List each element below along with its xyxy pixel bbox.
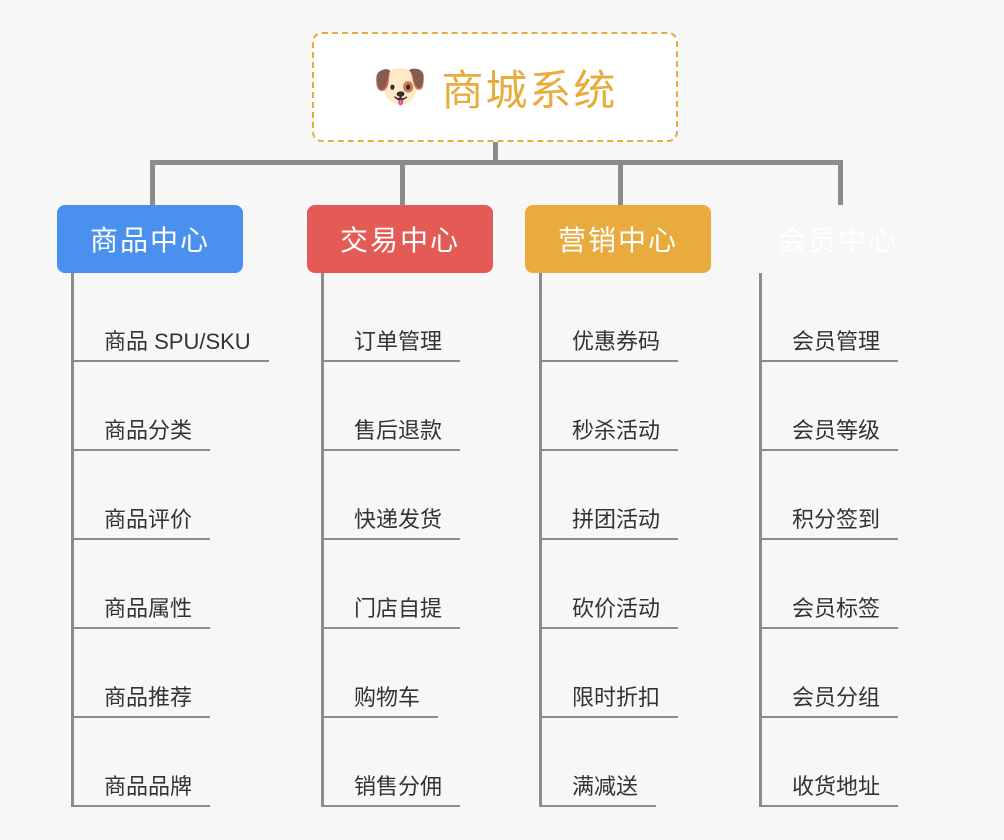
- branch-column-3: 会员中心 会员管理 会员等级 积分签到 会员标签 会员分组 收货地址: [745, 160, 965, 807]
- list-item[interactable]: 销售分佣: [324, 718, 527, 807]
- list-item[interactable]: 会员管理: [762, 273, 965, 362]
- item-label: 门店自提: [354, 596, 461, 629]
- item-label: 满减送: [572, 774, 657, 807]
- item-stub: [324, 716, 354, 718]
- item-label: 拼团活动: [572, 507, 679, 540]
- list-item[interactable]: 会员分组: [762, 629, 965, 718]
- category-label-3: 会员中心: [777, 225, 898, 256]
- branch-connector-2: [618, 160, 623, 205]
- branch-connector-0: [150, 160, 155, 205]
- item-stub: [762, 360, 792, 362]
- item-stub: [74, 716, 104, 718]
- item-list-0: 商品 SPU/SKU 商品分类 商品评价 商品属性 商品推荐 商品品牌: [71, 273, 277, 807]
- item-stub: [762, 449, 792, 451]
- item-stub: [74, 449, 104, 451]
- list-item[interactable]: 满减送: [542, 718, 745, 807]
- list-item[interactable]: 商品推荐: [74, 629, 277, 718]
- list-item[interactable]: 商品评价: [74, 451, 277, 540]
- item-label: 会员标签: [792, 596, 899, 629]
- item-stub: [324, 360, 354, 362]
- item-stub: [74, 627, 104, 629]
- item-label: 商品评价: [104, 507, 211, 540]
- item-label: 积分签到: [792, 507, 899, 540]
- category-label-2: 营销中心: [557, 225, 678, 256]
- item-label: 砍价活动: [572, 596, 679, 629]
- item-label: 商品品牌: [104, 774, 211, 807]
- item-list-3: 会员管理 会员等级 积分签到 会员标签 会员分组 收货地址: [759, 273, 965, 807]
- item-list-1: 订单管理 售后退款 快递发货 门店自提 购物车 销售分佣: [321, 273, 527, 807]
- category-label-1: 交易中心: [339, 225, 460, 256]
- list-item[interactable]: 商品分类: [74, 362, 277, 451]
- category-box-1[interactable]: 交易中心: [307, 205, 493, 273]
- category-box-0[interactable]: 商品中心: [57, 205, 243, 273]
- list-item[interactable]: 秒杀活动: [542, 362, 745, 451]
- item-label: 优惠券码: [572, 329, 679, 362]
- list-item[interactable]: 拼团活动: [542, 451, 745, 540]
- item-label: 售后退款: [354, 418, 461, 451]
- branch-connector-1: [400, 160, 405, 205]
- item-stub: [324, 538, 354, 540]
- item-stub: [762, 538, 792, 540]
- item-stub: [542, 449, 572, 451]
- item-label: 限时折扣: [572, 685, 679, 718]
- item-label: 销售分佣: [354, 774, 461, 807]
- item-stub: [324, 627, 354, 629]
- list-item[interactable]: 订单管理: [324, 273, 527, 362]
- root-connector-bus: [150, 160, 840, 165]
- list-item[interactable]: 砍价活动: [542, 540, 745, 629]
- category-box-3[interactable]: 会员中心: [745, 205, 931, 273]
- list-item[interactable]: 售后退款: [324, 362, 527, 451]
- branch-column-1: 交易中心 订单管理 售后退款 快递发货 门店自提 购物车 销售分佣: [307, 160, 527, 807]
- item-stub: [762, 716, 792, 718]
- list-item[interactable]: 快递发货: [324, 451, 527, 540]
- item-label: 会员等级: [792, 418, 899, 451]
- list-item[interactable]: 收货地址: [762, 718, 965, 807]
- item-stub: [762, 805, 792, 807]
- item-list-2: 优惠券码 秒杀活动 拼团活动 砍价活动 限时折扣 满减送: [539, 273, 745, 807]
- item-label: 商品属性: [104, 596, 211, 629]
- item-stub: [542, 538, 572, 540]
- item-label: 购物车: [354, 685, 439, 718]
- list-item[interactable]: 会员标签: [762, 540, 965, 629]
- root-connector-stem: [493, 142, 498, 162]
- item-stub: [324, 449, 354, 451]
- item-label: 商品分类: [104, 418, 211, 451]
- root-node[interactable]: 🐶 商城系统: [312, 32, 678, 142]
- list-item[interactable]: 商品属性: [74, 540, 277, 629]
- item-stub: [762, 627, 792, 629]
- item-label: 会员分组: [792, 685, 899, 718]
- category-label-0: 商品中心: [89, 225, 210, 256]
- list-item[interactable]: 门店自提: [324, 540, 527, 629]
- item-stub: [542, 805, 572, 807]
- item-label: 订单管理: [354, 329, 461, 362]
- branch-connector-3: [838, 160, 843, 205]
- list-item[interactable]: 商品 SPU/SKU: [74, 273, 277, 362]
- item-label: 会员管理: [792, 329, 899, 362]
- item-label: 商品推荐: [104, 685, 211, 718]
- list-item[interactable]: 商品品牌: [74, 718, 277, 807]
- category-box-2[interactable]: 营销中心: [525, 205, 711, 273]
- branch-column-2: 营销中心 优惠券码 秒杀活动 拼团活动 砍价活动 限时折扣 满减送: [525, 160, 745, 807]
- dog-face-icon: 🐶: [372, 62, 428, 111]
- item-stub: [542, 716, 572, 718]
- list-item[interactable]: 优惠券码: [542, 273, 745, 362]
- item-stub: [542, 360, 572, 362]
- item-stub: [74, 538, 104, 540]
- branch-column-0: 商品中心 商品 SPU/SKU 商品分类 商品评价 商品属性 商品推荐 商品品牌: [57, 160, 277, 807]
- list-item[interactable]: 积分签到: [762, 451, 965, 540]
- list-item[interactable]: 会员等级: [762, 362, 965, 451]
- item-label: 商品 SPU/SKU: [104, 329, 269, 362]
- item-stub: [74, 805, 104, 807]
- item-stub: [324, 805, 354, 807]
- list-item[interactable]: 购物车: [324, 629, 527, 718]
- item-stub: [74, 360, 104, 362]
- item-label: 秒杀活动: [572, 418, 679, 451]
- list-item[interactable]: 限时折扣: [542, 629, 745, 718]
- item-label: 收货地址: [792, 774, 899, 807]
- root-title: 商城系统: [441, 66, 618, 114]
- item-label: 快递发货: [354, 507, 461, 540]
- item-stub: [542, 627, 572, 629]
